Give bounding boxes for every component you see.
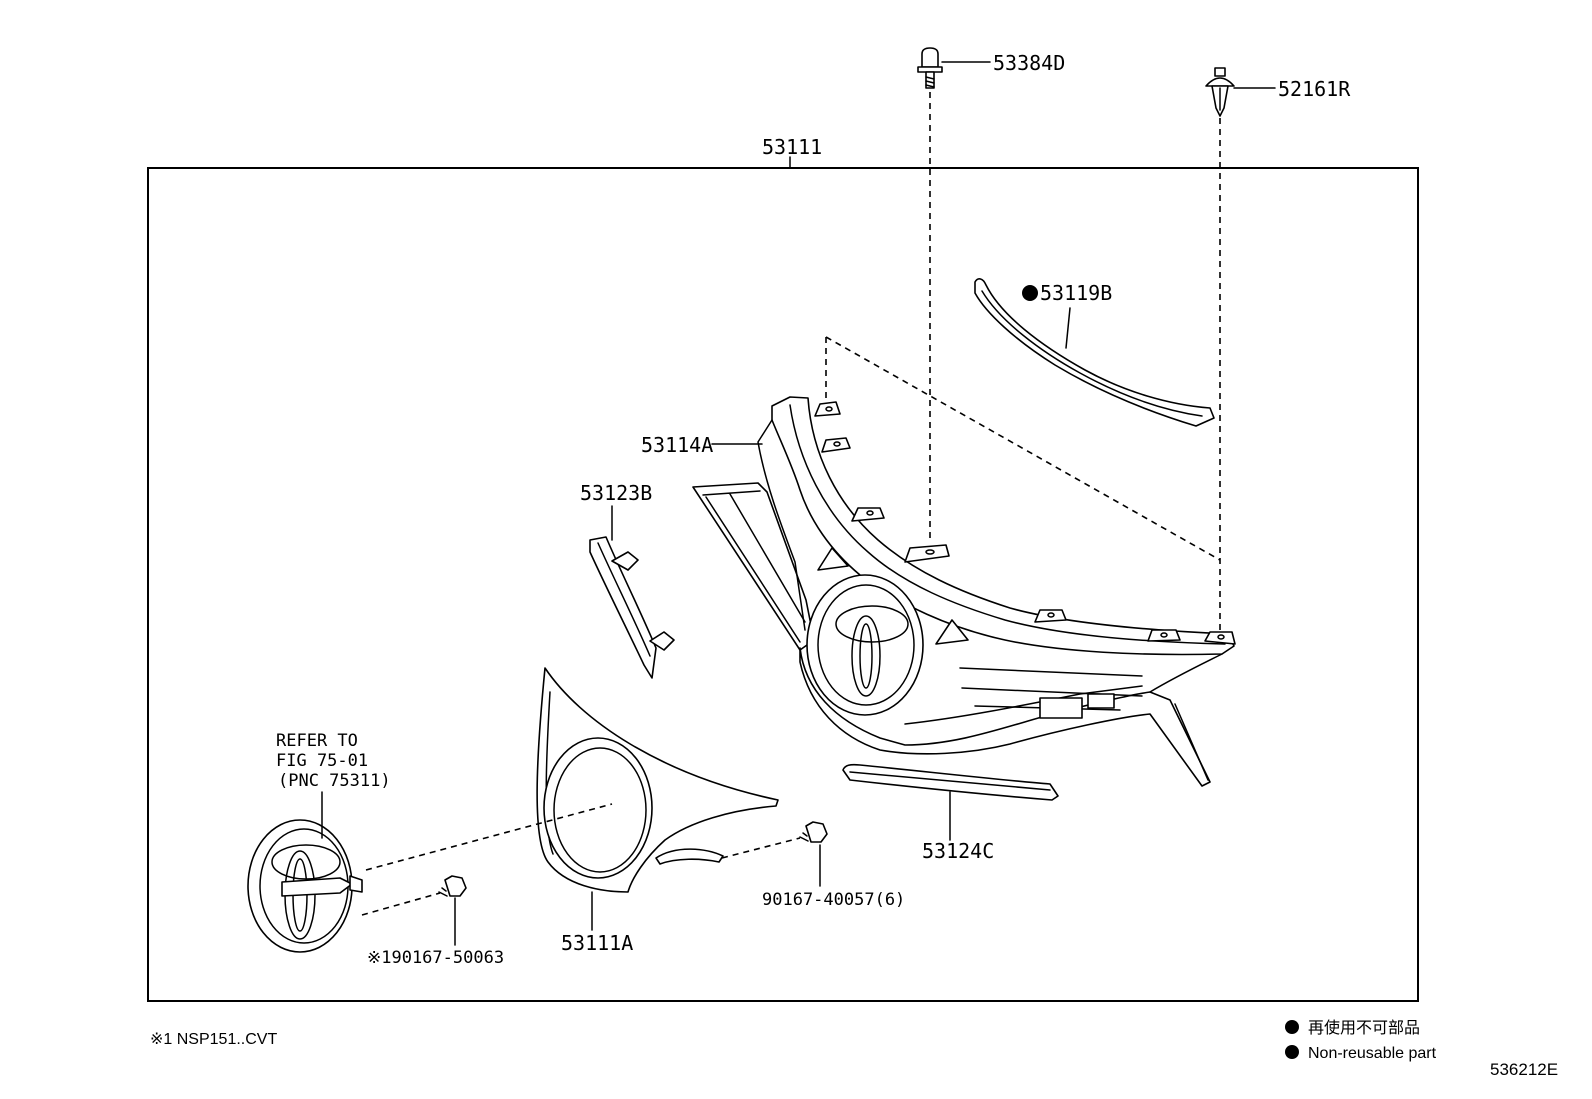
molding-upper-edge [981, 290, 1203, 417]
molding-lower-label: 53124C [922, 839, 994, 863]
grille-tab [814, 401, 841, 417]
grille-tab-hole [1217, 634, 1225, 640]
grille-right-connector [1149, 653, 1223, 693]
grille-left-wing-lines [702, 490, 806, 643]
grille-tab-hole [925, 549, 935, 555]
grille-upper-band-edge [789, 404, 1226, 645]
screw-emblem-label: ※190167-50063 [367, 948, 504, 968]
grille-tab [1034, 609, 1067, 623]
molding-upper-leader [1065, 307, 1071, 349]
fog-cover-slot [655, 848, 724, 865]
legend-marker [1285, 1020, 1299, 1034]
molding-side-53123B [589, 536, 675, 679]
molding-side-outline [589, 536, 657, 679]
grille-tab-hole [1160, 632, 1168, 638]
grille-cutout [817, 547, 849, 571]
screw-head [444, 875, 467, 897]
molding-side-edge [597, 542, 651, 657]
emblem-bracket [281, 877, 353, 897]
assembly-frame [147, 167, 1419, 1002]
molding-lower-edge [849, 771, 1051, 791]
screw-90167-50063 [438, 875, 467, 897]
fog-cover-opening [543, 737, 653, 879]
screw-thread [799, 832, 809, 842]
reference-line-3: (PNC 75311) [278, 771, 391, 791]
grille-vent [1087, 693, 1115, 709]
non-reusable-marker [1022, 285, 1038, 301]
molding-upper-53119B [974, 278, 1215, 427]
grille-tab-hole [825, 406, 833, 412]
fog-cover-opening-inner [553, 747, 647, 873]
reference-line-1: REFER TO [276, 731, 358, 751]
footnote: ※1 NSP151..CVT [150, 1031, 277, 1048]
screw-cover-dashed-guide [721, 837, 801, 859]
grille-lower-body [799, 647, 1211, 787]
clip-52161R [1205, 67, 1235, 117]
screw-90167-40057 [799, 821, 828, 843]
emblem-dashed-guide [365, 803, 613, 871]
grille-tab [1204, 631, 1236, 645]
emblem-reference-part [247, 819, 363, 953]
clip-knob [1214, 67, 1226, 77]
grille-emblem-ring [806, 574, 924, 716]
grille-logo-oval [859, 623, 873, 689]
molding-lower-53124C [842, 763, 1059, 801]
grille-tab-hole [866, 510, 874, 516]
molding-upper-label: 53119B [1040, 281, 1112, 305]
molding-upper-outline [974, 278, 1215, 427]
clip-label: 52161R [1278, 77, 1351, 101]
grille-lower-inner-edge [904, 685, 1143, 725]
grille-logo-oval [851, 615, 881, 697]
assembly-label: 53111 [762, 135, 822, 159]
bolt-shank [925, 71, 935, 89]
grille-tab-hole [1047, 612, 1055, 618]
fog-cover-53111A [536, 667, 779, 893]
bolt-thread [925, 76, 935, 88]
screw-head [805, 821, 828, 843]
grille-upper-band-side [757, 419, 806, 631]
molding-side-label: 53123B [580, 481, 652, 505]
screw-thread [438, 887, 448, 897]
grille-tab [821, 437, 851, 453]
grille-cutout [935, 619, 969, 645]
grille-right-lower-edge [1174, 703, 1209, 781]
screw-emblem-dashed-guide [361, 892, 441, 916]
alignment-guide-diagonal [825, 336, 1221, 561]
bolt-53384D [917, 47, 943, 89]
bolt-label: 53384D [993, 51, 1065, 75]
grille-tab [1147, 629, 1181, 642]
legend-text-en: Non-reusable part [1308, 1045, 1437, 1062]
grille-upper-53114A [692, 396, 1236, 787]
reference-line-2: FIG 75-01 [276, 751, 368, 771]
fog-cover-label: 53111A [561, 931, 633, 955]
grille-emblem-ring-inner [817, 584, 915, 706]
bolt-head [921, 47, 939, 68]
screw-cover-label: 90167-40057(6) [762, 890, 905, 910]
molding-lower-outline [842, 763, 1059, 801]
clip-cap [1205, 77, 1235, 87]
grille-vent [1039, 697, 1083, 719]
grille-tab-hole [833, 441, 841, 447]
figure-code: 536212E [1490, 1060, 1558, 1079]
legend-marker [1285, 1045, 1299, 1059]
molding-side-tab [611, 551, 639, 571]
legend-text-ja: 再使用不可部品 [1308, 1018, 1420, 1037]
bolt-flange [917, 66, 943, 73]
molding-side-tab [649, 631, 675, 651]
grille-upper-label: 53114A [641, 433, 713, 457]
emblem-clip [349, 875, 363, 893]
